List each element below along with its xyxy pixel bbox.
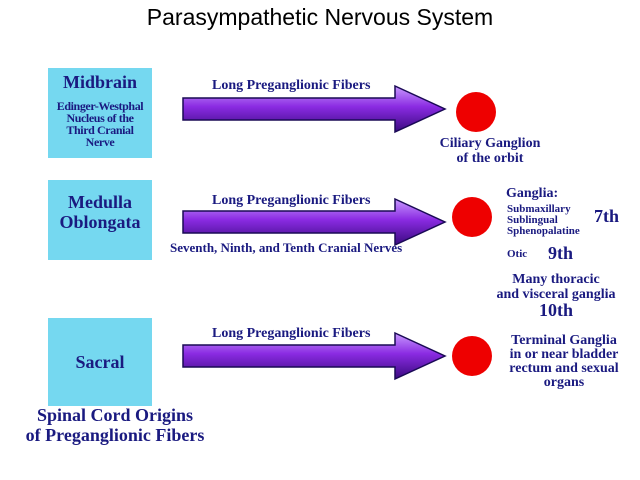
fiber-arrow-sacral	[182, 331, 447, 381]
ganglion-sphenopalatine: Sphenopalatine	[507, 225, 580, 237]
fiber-arrow-midbrain	[182, 84, 447, 134]
fiber-label-sacral: Long Preganglionic Fibers	[212, 326, 371, 341]
ganglion-submaxillary: Submaxillary	[507, 203, 571, 215]
midbrain-detail-2: Nucleus of the	[66, 111, 134, 125]
ganglion-sublingual: Sublingual	[507, 214, 558, 226]
cranial-nerves-label: Seventh, Ninth, and Tenth Cranial Nerves	[170, 240, 403, 255]
nerve-7th-label: 7th	[594, 206, 620, 226]
terminal-line-3: rectum and sexual	[509, 361, 619, 376]
terminal-line-4: organs	[543, 375, 585, 390]
midbrain-detail-1: Edinger-Westphal	[56, 99, 144, 113]
many-line-1: Many thoracic	[512, 272, 600, 287]
nerve-10th-label: 10th	[538, 300, 573, 320]
terminal-line-1: Terminal Ganglia	[511, 333, 617, 348]
footer-line-1: Spinal Cord Origins	[36, 405, 194, 425]
ganglion-otic: Otic	[507, 248, 528, 260]
terminal-ganglia-label: Terminal Ganglia in or near bladder rect…	[494, 334, 634, 390]
page-title: Parasympathetic Nervous System	[146, 4, 494, 30]
terminal-line-2: in or near bladder	[509, 347, 619, 362]
ganglia-header: Ganglia:	[506, 186, 559, 201]
sacral-title: Sacral	[75, 352, 125, 372]
fiber-label-medulla: Long Preganglionic Fibers	[212, 193, 371, 208]
footer-line-2: of Preganglionic Fibers	[25, 425, 205, 445]
cranial-ganglia-dot	[452, 197, 492, 237]
sacral-box: Sacral	[48, 318, 152, 406]
ganglia-7-group: Submaxillary Sublingual Sphenopalatine	[507, 204, 580, 237]
midbrain-box: Midbrain Edinger-Westphal Nucleus of the…	[48, 68, 152, 158]
ciliary-ganglion-dot	[456, 92, 496, 132]
nerve-9th-label: 9th	[548, 243, 574, 263]
ciliary-line-2: of the orbit	[456, 151, 524, 166]
midbrain-title: Midbrain	[62, 72, 137, 92]
many-ganglia-label: Many thoracic and visceral ganglia	[486, 272, 626, 302]
midbrain-detail-3: Third Cranial	[66, 123, 134, 137]
midbrain-detail-4: Nerve	[85, 135, 115, 149]
many-line-2: and visceral ganglia	[496, 287, 616, 302]
terminal-ganglia-dot	[452, 336, 492, 376]
medulla-title-2: Oblongata	[59, 212, 141, 232]
fiber-label-midbrain: Long Preganglionic Fibers	[212, 78, 371, 93]
medulla-title-1: Medulla	[67, 192, 132, 212]
medulla-box: Medulla Oblongata	[48, 180, 152, 260]
footer-caption: Spinal Cord Origins of Preganglionic Fib…	[0, 405, 230, 445]
ciliary-ganglion-label: Ciliary Ganglion of the orbit	[420, 136, 560, 166]
fiber-arrow-medulla	[182, 197, 447, 247]
ciliary-line-1: Ciliary Ganglion	[439, 136, 541, 151]
